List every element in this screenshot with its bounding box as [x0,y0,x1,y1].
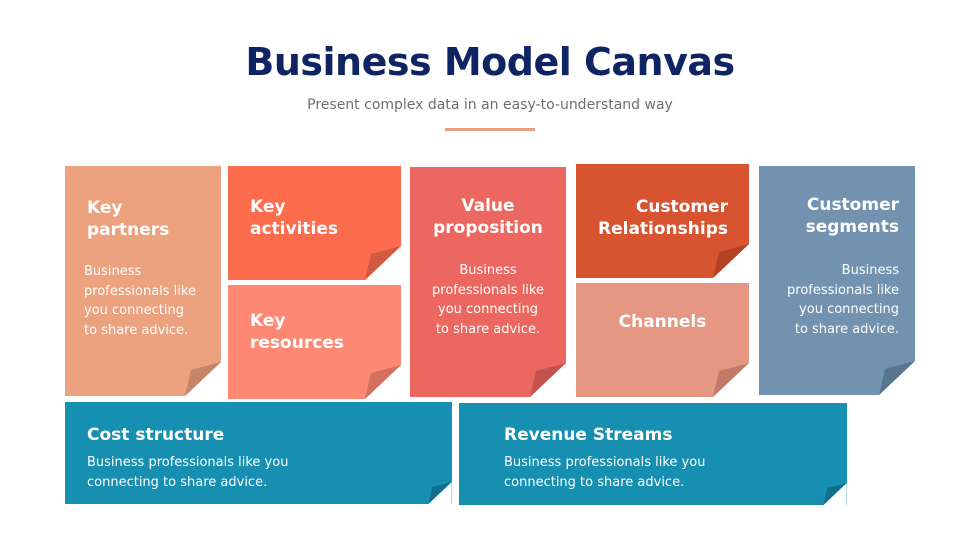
key-partners-description: Business professionals like you connecti… [84,264,196,338]
page-curl-icon [713,244,749,278]
cost-structure-card: Cost structure Business professionals li… [65,402,452,504]
page-curl-icon [879,361,915,395]
key-resources-title: Key resources [250,311,344,353]
channels-card: Channels [576,283,749,397]
value-proposition-card: Value proposition Business professionals… [410,167,566,397]
page-curl-icon [713,363,749,397]
key-activities-title: Key activities [250,197,339,239]
page-curl-icon [365,365,401,399]
cost-structure-title: Cost structure [87,425,225,445]
key-partners-title: Key partners [87,198,170,240]
customer-segments-card: Customer segments Business professionals… [759,166,915,395]
page-curl-icon [530,363,566,397]
key-resources-card: Key resources [228,285,401,399]
key-partners-card: Key partners Business professionals like… [65,166,221,396]
value-proposition-title: Value proposition [433,196,543,238]
revenue-streams-title: Revenue Streams [504,425,673,445]
title-underline-divider [445,128,535,131]
page-curl-icon [823,483,847,505]
page-subtitle: Present complex data in an easy-to-under… [307,97,673,113]
cost-structure-description: Business professionals like you connecti… [87,455,289,490]
key-activities-card: Key activities [228,166,401,280]
page-curl-icon [365,246,401,280]
revenue-streams-description: Business professionals like you connecti… [504,455,706,490]
customer-relationships-title: Customer Relationships [598,197,728,239]
customer-segments-title: Customer segments [805,195,899,237]
customer-relationships-card: Customer Relationships [576,164,749,278]
revenue-streams-card: Revenue Streams Business professionals l… [459,403,847,505]
page-curl-icon [428,482,452,504]
page-title: Business Model Canvas [245,40,735,84]
page-curl-icon [185,362,221,396]
channels-title: Channels [618,312,707,332]
customer-segments-description: Business professionals like you connecti… [787,263,899,337]
value-proposition-description: Business professionals like you connecti… [432,263,544,337]
